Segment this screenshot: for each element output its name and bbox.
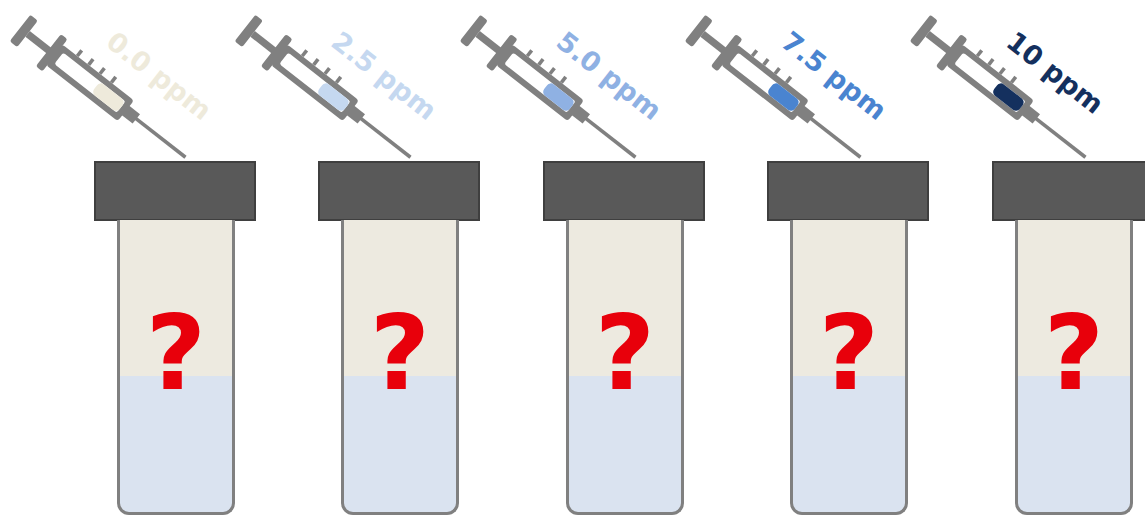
sample-vial: ? — [790, 220, 908, 515]
concentration-label: 10 ppm — [1000, 25, 1109, 120]
vial-cap — [319, 162, 479, 220]
vial-cap — [95, 162, 255, 220]
concentration-label: 7.5 ppm — [775, 25, 892, 127]
question-mark: ? — [146, 301, 206, 405]
concentration-label: 5.0 ppm — [550, 25, 667, 127]
concentration-label: 0.0 ppm — [100, 25, 217, 127]
vial-cap — [768, 162, 928, 220]
question-mark: ? — [1044, 301, 1104, 405]
sample-vial: ? — [566, 220, 684, 515]
question-mark: ? — [370, 301, 430, 405]
sample-vial: ? — [1015, 220, 1133, 515]
vial-cap — [993, 162, 1145, 220]
question-mark: ? — [819, 301, 879, 405]
sample-vial: ? — [117, 220, 235, 515]
question-mark: ? — [595, 301, 655, 405]
vial-cap — [544, 162, 704, 220]
concentration-label: 2.5 ppm — [325, 25, 442, 127]
sample-vial: ? — [341, 220, 459, 515]
